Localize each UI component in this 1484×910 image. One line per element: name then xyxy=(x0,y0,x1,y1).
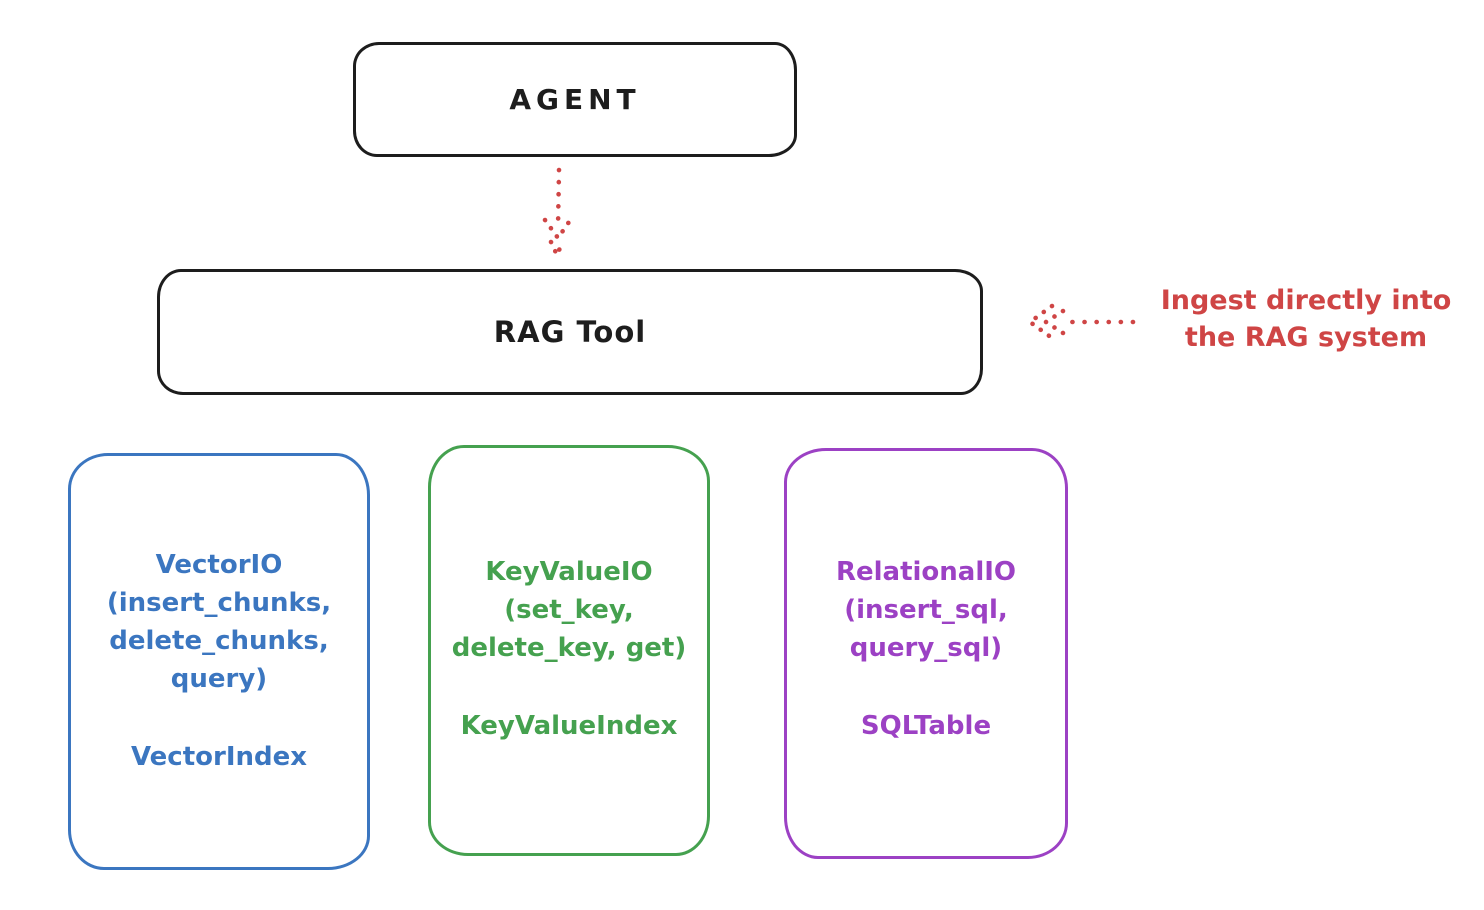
rag-tool-label: RAG Tool xyxy=(493,315,647,349)
agent-label: AGENT xyxy=(509,83,641,116)
ingest-annotation-line1: Ingest directly into xyxy=(1160,285,1452,316)
keyvalue-io-box: KeyValueIO (set_key, delete_key, get) Ke… xyxy=(428,445,710,856)
vector-io-line: delete_chunks, xyxy=(109,626,329,656)
vector-io-line: VectorIO xyxy=(155,550,283,580)
relational-io-box: RelationalIO (insert_sql, query_sql) SQL… xyxy=(784,448,1068,859)
ingest-annotation-line2: the RAG system xyxy=(1184,322,1428,353)
relational-io-line: query_sql) xyxy=(849,633,1003,663)
vector-index-label: VectorIndex xyxy=(130,742,308,772)
keyvalue-io-line: (set_key, xyxy=(504,595,634,625)
agent-to-rag-arrow-icon xyxy=(542,167,574,258)
ingest-left-arrow-icon xyxy=(1027,303,1136,341)
keyvalue-index-label: KeyValueIndex xyxy=(460,711,678,741)
rag-tool-box: RAG Tool xyxy=(157,269,983,395)
vector-io-line: query) xyxy=(170,664,268,694)
relational-io-line: RelationalIO xyxy=(835,557,1017,587)
agent-box: AGENT xyxy=(353,42,797,157)
sql-table-label: SQLTable xyxy=(860,711,992,741)
keyvalue-io-line: delete_key, get) xyxy=(451,633,687,663)
relational-io-line: (insert_sql, xyxy=(844,595,1008,625)
keyvalue-io-line: KeyValueIO xyxy=(485,557,653,587)
ingest-annotation: Ingest directly into the RAG system xyxy=(1138,282,1474,356)
vector-io-box: VectorIO (insert_chunks, delete_chunks, … xyxy=(68,453,370,870)
vector-io-line: (insert_chunks, xyxy=(106,588,332,618)
